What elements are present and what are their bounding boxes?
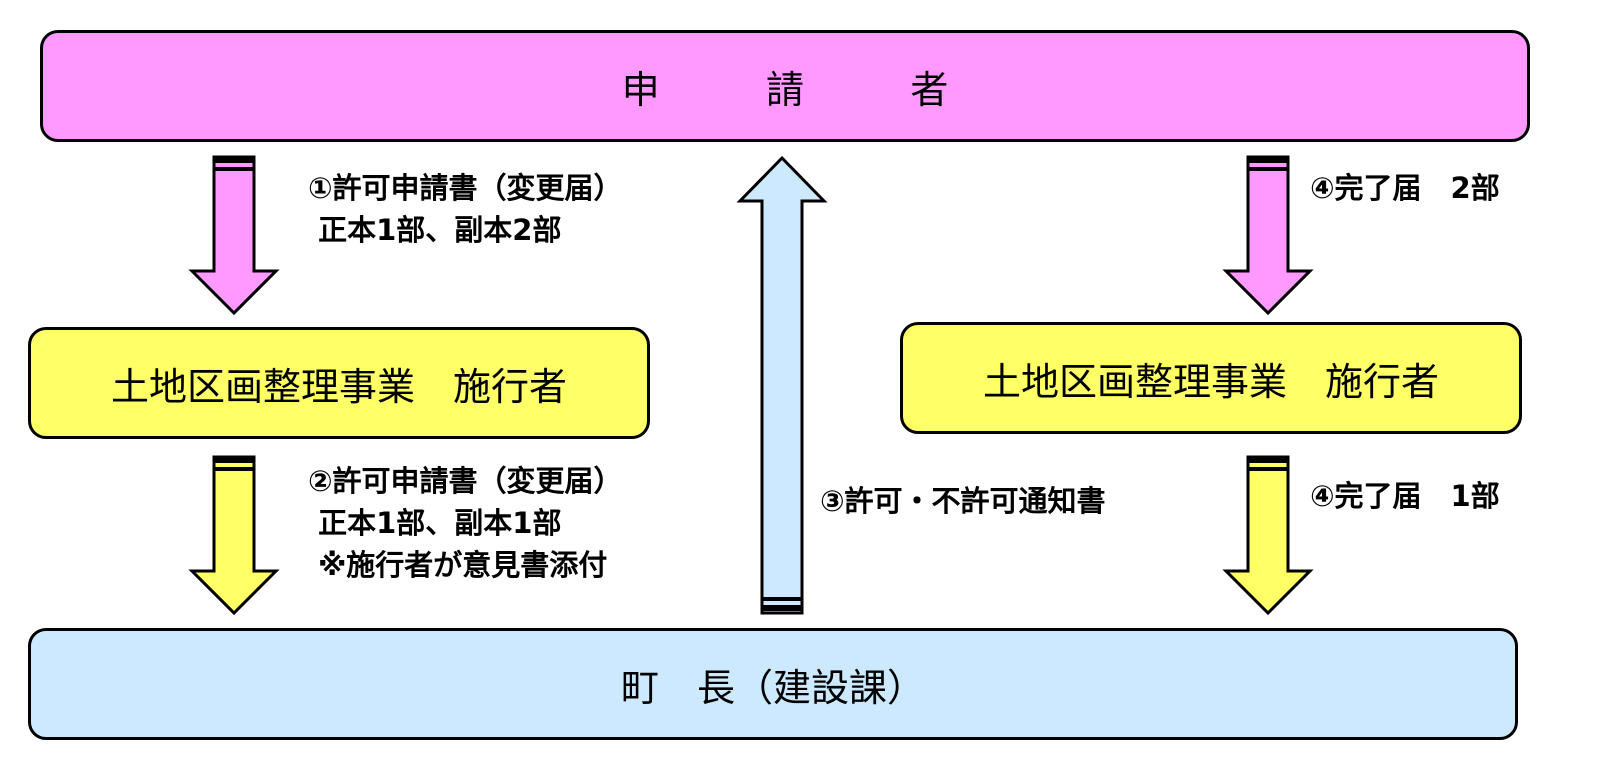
arrow-applicant-to-operator-left — [188, 155, 280, 316]
step1-line1: ①許可申請書（変更届） — [308, 171, 623, 205]
step1-line2: 正本1部、副本2部 — [308, 213, 562, 247]
arrow-applicant-to-operator-right — [1222, 155, 1314, 316]
applicant-box: 申 請 者 — [40, 30, 1530, 142]
mayor-box: 町 長（建設課） — [28, 628, 1518, 740]
step2-label: ②許可申請書（変更届） 正本1部、副本1部 ※施行者が意見書添付 — [308, 460, 623, 586]
step2-line3: ※施行者が意見書添付 — [308, 548, 608, 582]
step2-line1: ②許可申請書（変更届） — [308, 464, 623, 498]
arrow-mayor-to-applicant — [736, 155, 828, 615]
operator-left-label: 土地区画整理事業 施行者 — [110, 364, 567, 409]
step1-label: ①許可申請書（変更届） 正本1部、副本2部 — [308, 167, 623, 251]
mayor-label: 町 長（建設課） — [620, 665, 925, 710]
step4-upper-label: ④完了届 2部 — [1310, 171, 1500, 205]
operator-box-right: 土地区画整理事業 施行者 — [900, 322, 1522, 434]
operator-right-label: 土地区画整理事業 施行者 — [982, 359, 1439, 404]
step4-lower-label: ④完了届 1部 — [1310, 479, 1500, 513]
operator-box-left: 土地区画整理事業 施行者 — [28, 327, 650, 439]
arrow-operator-left-to-mayor — [188, 455, 280, 616]
step2-line2: 正本1部、副本1部 — [308, 506, 562, 540]
step3-label: ③許可・不許可通知書 — [820, 484, 1106, 518]
applicant-label: 申 請 者 — [621, 67, 983, 112]
arrow-operator-right-to-mayor — [1222, 455, 1314, 616]
